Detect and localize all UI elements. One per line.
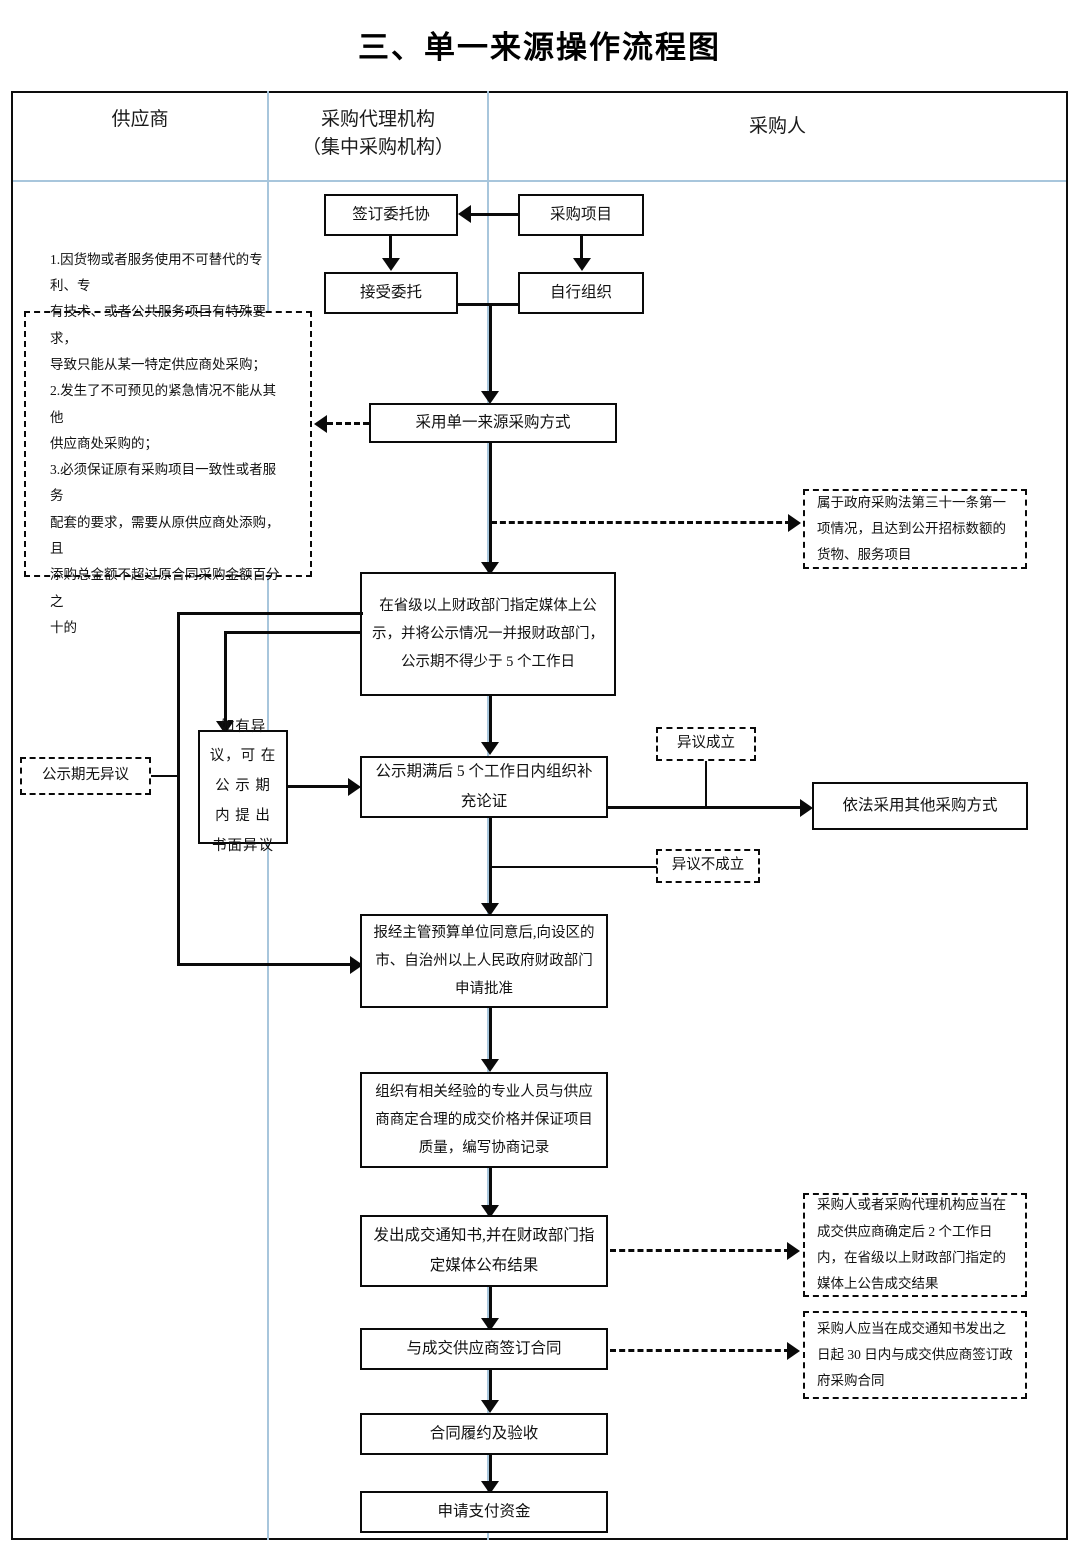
conn-objection-invalid-line <box>489 866 657 868</box>
arrowhead-negotiate-down <box>481 1205 499 1218</box>
node-accept-entrust[interactable]: 接受委托 <box>324 272 458 314</box>
lane-header-supplier-label: 供应商 <box>111 109 169 130</box>
node-supplement-demonstration[interactable]: 公示期满后 5 个工作日内组织补充论证 <box>360 756 608 818</box>
conn-supplement-to-other-method <box>608 806 804 809</box>
node-contract-performance[interactable]: 合同履约及验收 <box>360 1413 608 1455</box>
conn-issue-notice-down <box>489 1287 492 1325</box>
note-conditions-line-8: 添购总金额不超过原合同采购金额百分之 <box>50 567 280 609</box>
arrowhead-single-source-down <box>481 562 499 575</box>
note-conditions-line-5: 供应商处采购的； <box>50 435 158 451</box>
arrowhead-performance-down <box>481 1481 499 1494</box>
note-law-article-31: 属于政府采购法第三十一条第一项情况，且达到公开招标数额的货物、服务项目 <box>803 489 1027 569</box>
note-conditions-line-1: 1.因货物或者服务使用不可替代的专利、专 <box>50 251 263 293</box>
conn-publicity-to-objection-h <box>224 631 362 634</box>
lane-header-purchaser-label: 采购人 <box>748 116 806 137</box>
node-issue-award-notice[interactable]: 发出成交通知书,并在财政部门指定媒体公布结果 <box>360 1215 608 1287</box>
arrowhead-project-to-sign <box>458 205 471 223</box>
arrowhead-supplement-down <box>481 903 499 916</box>
conn-publicity-left-h <box>177 612 363 615</box>
node-sign-contract[interactable]: 与成交供应商签订合同 <box>360 1328 608 1370</box>
label-no-objection: 公示期无异议 <box>20 757 151 795</box>
arrowhead-publicity-to-supplement <box>481 742 499 755</box>
conn-publicity-left-bottom-h <box>177 963 355 966</box>
page-title: 三、单一来源操作流程图 <box>358 30 721 65</box>
arrowhead-issue-notice-to-note <box>787 1242 800 1260</box>
conn-publicity-to-supplement <box>489 696 492 744</box>
conn-supplement-down <box>489 818 492 910</box>
conn-issue-notice-to-note <box>610 1249 790 1252</box>
arrowhead-objection-to-supplement <box>348 778 361 796</box>
node-other-procurement-method[interactable]: 依法采用其他采购方式 <box>812 782 1028 830</box>
arrowhead-supplement-to-other-method <box>800 799 813 817</box>
arrowhead-to-law31-note <box>788 514 801 532</box>
conn-single-source-down <box>489 443 492 571</box>
arrowhead-merge-to-single-source <box>481 391 499 404</box>
conn-to-law31-note <box>491 521 791 524</box>
node-negotiate-price[interactable]: 组织有相关经验的专业人员与供应商商定合理的成交价格并保证项目质量，编写协商记录 <box>360 1072 608 1168</box>
arrowhead-project-to-self <box>573 258 591 271</box>
note-contract-30-days: 采购人应当在成交通知书发出之日起 30 日内与成交供应商签订政府采购合同 <box>803 1311 1027 1399</box>
label-objection-valid: 异议成立 <box>656 727 756 761</box>
note-conditions-line-3: 导致只能从某一特定供应商处采购； <box>50 356 266 372</box>
label-objection-invalid: 异议不成立 <box>656 849 760 883</box>
conn-project-to-sign <box>470 213 520 216</box>
arrowhead-issue-notice-down <box>481 1318 499 1331</box>
conn-objection-valid-stem <box>705 758 707 806</box>
note-conditions-line-6: 3.必须保证原有采购项目一致性或者服务 <box>50 462 277 504</box>
conn-sign-to-accept <box>389 236 392 260</box>
conn-single-source-to-note <box>327 422 369 425</box>
node-single-source-method[interactable]: 采用单一来源采购方式 <box>369 403 617 443</box>
node-apply-approval[interactable]: 报经主管预算单位同意后,向设区的市、自治州以上人民政府财政部门申请批准 <box>360 914 608 1008</box>
note-conditions-line-2: 有技术、或者公共服务项目有特殊要求， <box>50 304 266 346</box>
lane-header-agency-label2: （集中采购机构） <box>301 136 454 158</box>
arrowhead-publicity-left-to-approval <box>350 956 363 974</box>
note-conditions-line-7: 配套的要求，需要从原供应商处添购，且 <box>50 514 280 557</box>
note-conditions-line-9: 十的 <box>50 620 77 636</box>
node-written-objection[interactable]: 如有异议，可 在 公 示 期 内 提 出 书面异议 <box>198 719 288 854</box>
lane-header-supplier: 供应商 <box>13 106 267 134</box>
conn-objection-to-supplement <box>288 785 350 788</box>
conn-sign-contract-to-note <box>610 1349 790 1352</box>
node-apply-payment[interactable]: 申请支付资金 <box>360 1491 608 1533</box>
arrowhead-approval-down <box>481 1059 499 1072</box>
node-self-organize[interactable]: 自行组织 <box>518 272 644 314</box>
arrowhead-sign-to-accept <box>382 258 400 271</box>
arrowhead-sign-contract-to-note <box>787 1342 800 1360</box>
note-conditions-line-4: 2.发生了不可预见的紧急情况不能从其他 <box>50 383 277 425</box>
note-single-source-conditions: 1.因货物或者服务使用不可替代的专利、专 有技术、或者公共服务项目有特殊要求， … <box>24 252 312 635</box>
node-purchase-project[interactable]: 采购项目 <box>518 194 644 236</box>
lane-header-purchaser: 采购人 <box>489 113 1066 141</box>
lane-header-agency: 采购代理机构 （集中采购机构） <box>269 106 487 161</box>
note-announce-result: 采购人或者采购代理机构应当在成交供应商确定后 2 个工作日内，在省级以上财政部门… <box>803 1193 1027 1297</box>
conn-no-objection-label-line <box>151 775 178 777</box>
conn-negotiate-down <box>489 1168 492 1212</box>
conn-contract-down <box>489 1370 492 1406</box>
node-publicity[interactable]: 在省级以上财政部门指定媒体上公示，并将公示情况一并报财政部门，公示期不得少于 5… <box>360 572 616 696</box>
lane-header-rule <box>13 180 1066 182</box>
conn-approval-down <box>489 1008 492 1066</box>
conn-merge-vertical <box>489 303 492 393</box>
lane-header-agency-label: 采购代理机构 <box>320 109 435 130</box>
conn-performance-down <box>489 1455 492 1487</box>
arrowhead-single-source-to-note <box>314 415 327 433</box>
conn-publicity-left-v <box>177 612 180 965</box>
conn-project-to-self <box>580 236 583 260</box>
node-sign-entrust[interactable]: 签订委托协 <box>324 194 458 236</box>
conn-publicity-to-objection-v <box>224 631 227 729</box>
arrowhead-contract-down <box>481 1400 499 1413</box>
